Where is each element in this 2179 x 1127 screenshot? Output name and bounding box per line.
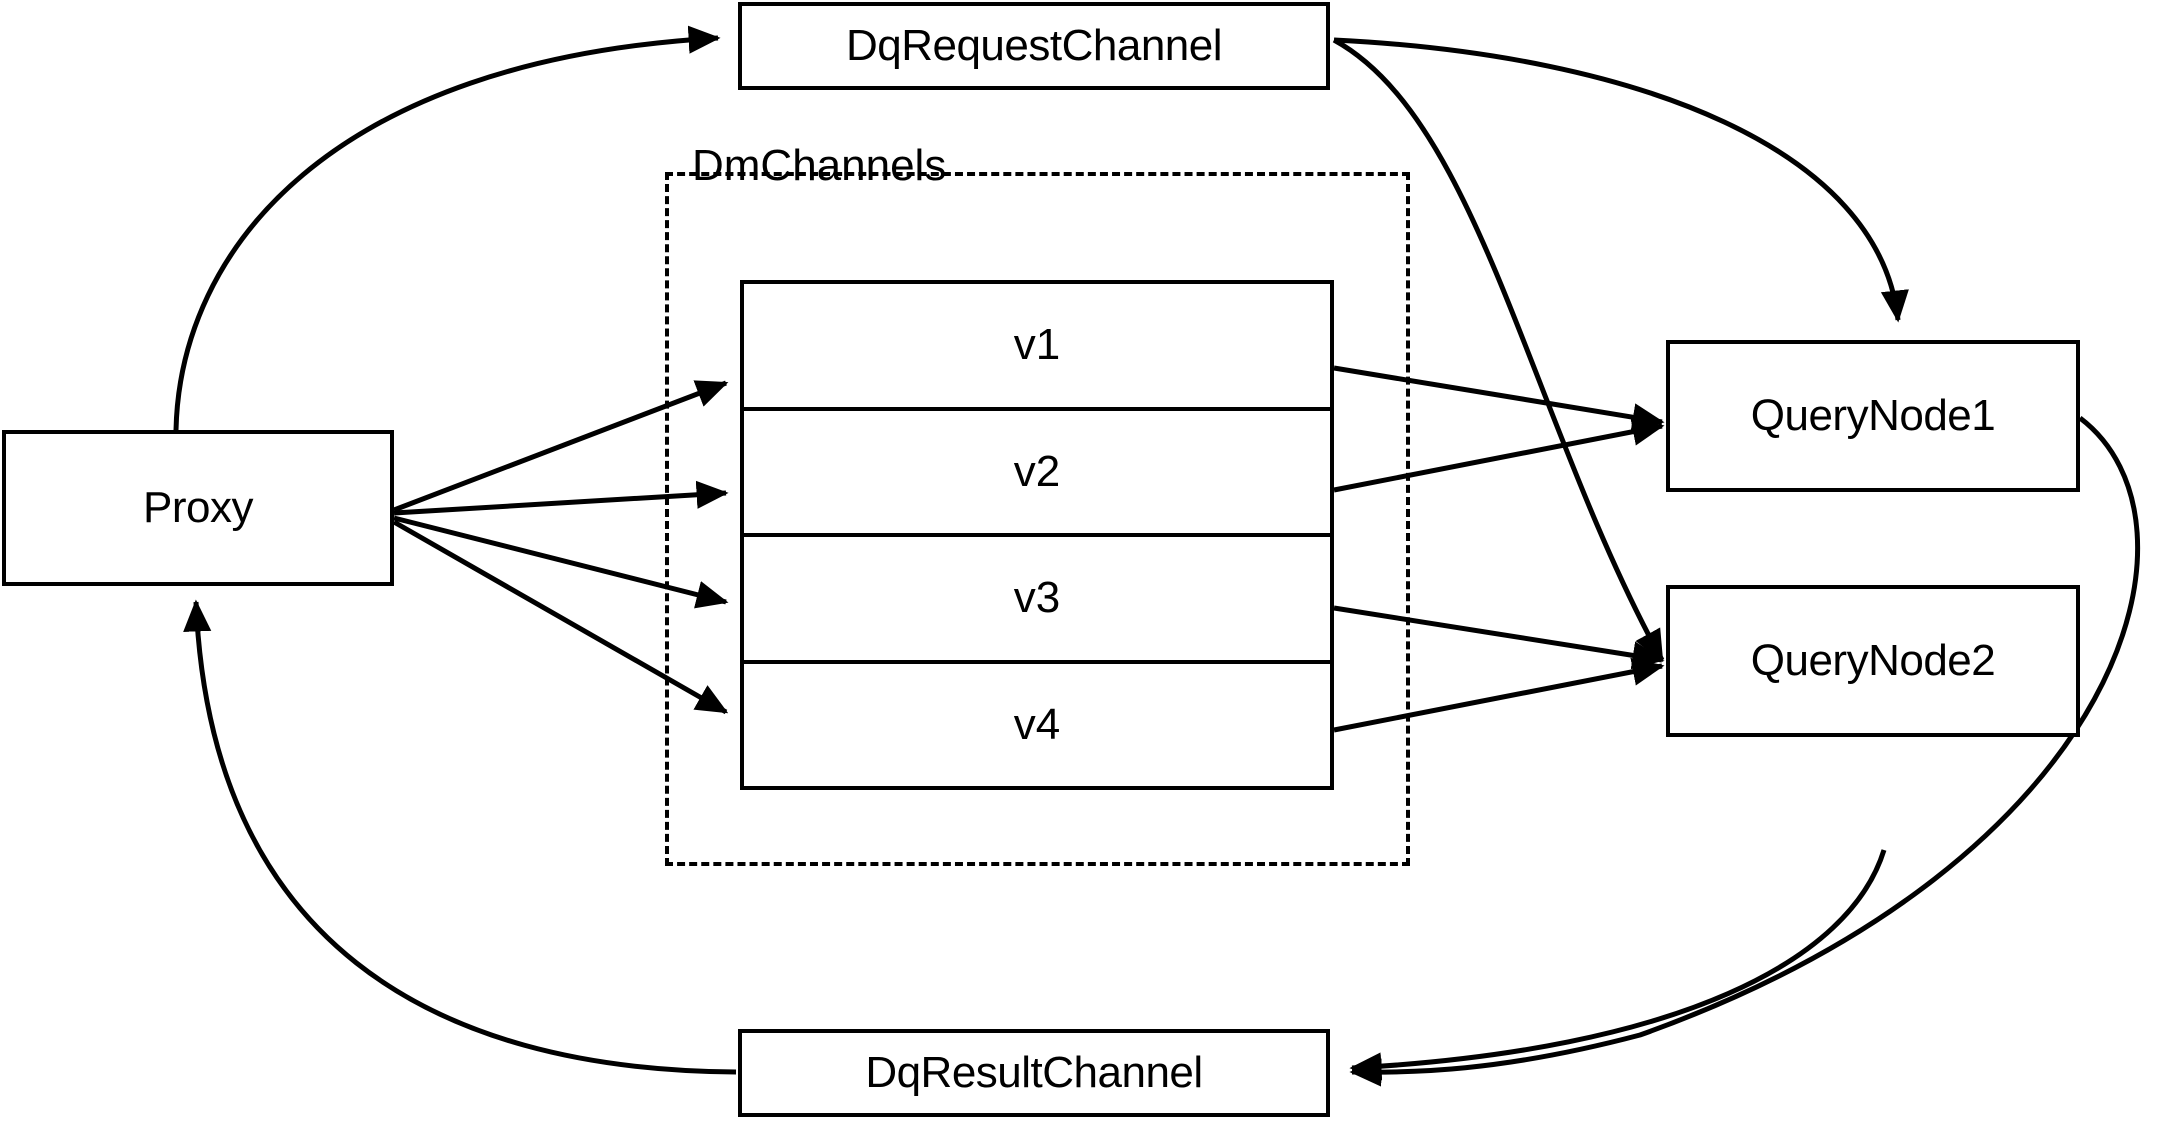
edge-proxy-to-v1 bbox=[393, 380, 729, 513]
edge-proxy-to-dqrequestchannel bbox=[173, 25, 721, 431]
dm-channel-label-v2: v2 bbox=[1013, 446, 1061, 496]
edge-dqrequestchannel-to-querynode1 bbox=[1333, 37, 1909, 323]
edge-querynode1-to-dqresultchannel bbox=[1349, 416, 2141, 1087]
dm-channel-row-v4[interactable]: v4 bbox=[744, 659, 1330, 786]
edge-v4-to-querynode2 bbox=[1333, 657, 1665, 733]
node-dq-request-channel[interactable]: DqRequestChannel bbox=[738, 2, 1330, 90]
edge-v3-to-querynode2 bbox=[1333, 605, 1665, 670]
group-dm-channels bbox=[665, 172, 1410, 866]
node-query-node-2[interactable]: QueryNode2 bbox=[1666, 585, 2080, 737]
dm-channel-row-v1[interactable]: v1 bbox=[744, 284, 1330, 407]
edge-dqresultchannel-to-proxy bbox=[183, 599, 737, 1075]
node-dq-request-channel-label: DqRequestChannel bbox=[845, 20, 1223, 70]
dm-channel-stack: v1 v2 v3 v4 bbox=[740, 280, 1334, 790]
node-query-node-1[interactable]: QueryNode1 bbox=[1666, 340, 2080, 492]
dm-channel-label-v1: v1 bbox=[1013, 320, 1061, 370]
node-dq-result-channel[interactable]: DqResultChannel bbox=[738, 1029, 1330, 1117]
edge-v1-to-querynode1 bbox=[1333, 365, 1665, 432]
node-proxy[interactable]: Proxy bbox=[2, 430, 394, 586]
group-dm-channels-label: DmChannels bbox=[692, 141, 947, 190]
edge-querynode2-to-dqresultchannel bbox=[1349, 849, 1887, 1081]
edge-proxy-to-v3 bbox=[393, 515, 729, 609]
dm-channel-label-v3: v3 bbox=[1013, 573, 1061, 623]
node-dq-result-channel-label: DqResultChannel bbox=[865, 1047, 1203, 1097]
edge-dqrequestchannel-to-querynode2 bbox=[1332, 37, 1665, 663]
node-query-node-1-label: QueryNode1 bbox=[1750, 390, 1996, 440]
edge-proxy-to-v4 bbox=[392, 519, 729, 715]
node-query-node-2-label: QueryNode2 bbox=[1750, 635, 1996, 685]
node-proxy-label: Proxy bbox=[143, 482, 253, 532]
edge-v2-to-querynode1 bbox=[1333, 417, 1665, 493]
edge-proxy-to-v2 bbox=[393, 480, 729, 516]
dm-channel-row-v2[interactable]: v2 bbox=[744, 406, 1330, 533]
dm-channel-row-v3[interactable]: v3 bbox=[744, 533, 1330, 660]
dm-channel-label-v4: v4 bbox=[1013, 699, 1061, 749]
